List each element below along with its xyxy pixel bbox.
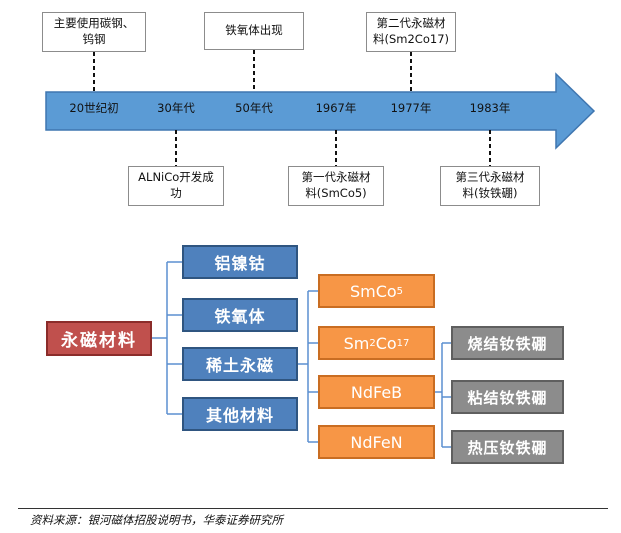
event-note-line: 功	[170, 186, 182, 200]
level3-node: 热压钕铁硼	[451, 430, 564, 464]
event-note-line: 料(SmCo5)	[305, 186, 367, 200]
event-note-line: 第二代永磁材	[376, 16, 446, 31]
level1-node: 铝镍钴	[182, 245, 298, 279]
formula-base: NdFeN	[350, 432, 403, 452]
event-note-line: 主要使用碳钢、	[53, 16, 135, 31]
level3-node: 粘结钕铁硼	[451, 380, 564, 414]
tree-connectors	[152, 261, 451, 448]
formula-base: NdFeB	[350, 382, 403, 402]
level2-node: NdFeN	[318, 425, 435, 459]
event-note-line: 料(Sm2Co17)	[373, 32, 449, 46]
event-note: 第三代永磁材 料(钕铁硼)	[440, 166, 540, 206]
formula-subscript: 2	[369, 337, 376, 349]
event-note-line: 第一代永磁材	[301, 170, 371, 185]
formula-subscript: 5	[396, 285, 404, 297]
formula-base: Co	[375, 333, 397, 353]
footer-divider	[18, 508, 608, 509]
level1-node: 铁氧体	[182, 298, 298, 332]
event-note: 铁氧体出现	[204, 12, 304, 50]
timeline-tick: 30年代	[157, 101, 195, 115]
timeline-tick: 1977年	[390, 101, 432, 115]
source-note: 资料来源：银河磁体招股说明书，华泰证券研究所	[30, 513, 283, 527]
event-note-line: 料(钕铁硼)	[462, 186, 518, 200]
timeline-arrow	[45, 72, 596, 150]
level1-node: 稀土永磁	[182, 347, 298, 381]
formula-base: Sm	[343, 333, 370, 353]
event-note: 主要使用碳钢、 钨钢	[42, 12, 146, 52]
level1-node: 其他材料	[182, 397, 298, 431]
event-note-line: 钨钢	[82, 32, 106, 46]
formula-subscript: 17	[396, 337, 410, 349]
event-note: 第一代永磁材 料(SmCo5)	[288, 166, 384, 206]
level2-node: NdFeB	[318, 375, 435, 409]
root-node: 永磁材料	[46, 321, 152, 356]
timeline-tick: 1983年	[469, 101, 511, 115]
event-note: 第二代永磁材 料(Sm2Co17)	[366, 12, 456, 52]
timeline-tick: 20世纪初	[69, 101, 119, 115]
timeline-tick: 50年代	[235, 101, 273, 115]
timeline-tick: 1967年	[315, 101, 357, 115]
event-note-line: 铁氧体出现	[225, 23, 283, 38]
level3-node: 烧结钕铁硼	[451, 326, 564, 360]
event-connectors	[93, 50, 491, 166]
event-note-line: ALNiCo开发成	[138, 170, 214, 185]
event-note-line: 第三代永磁材	[455, 170, 525, 185]
event-note: ALNiCo开发成 功	[128, 166, 224, 206]
formula-base: SmCo	[349, 281, 397, 301]
